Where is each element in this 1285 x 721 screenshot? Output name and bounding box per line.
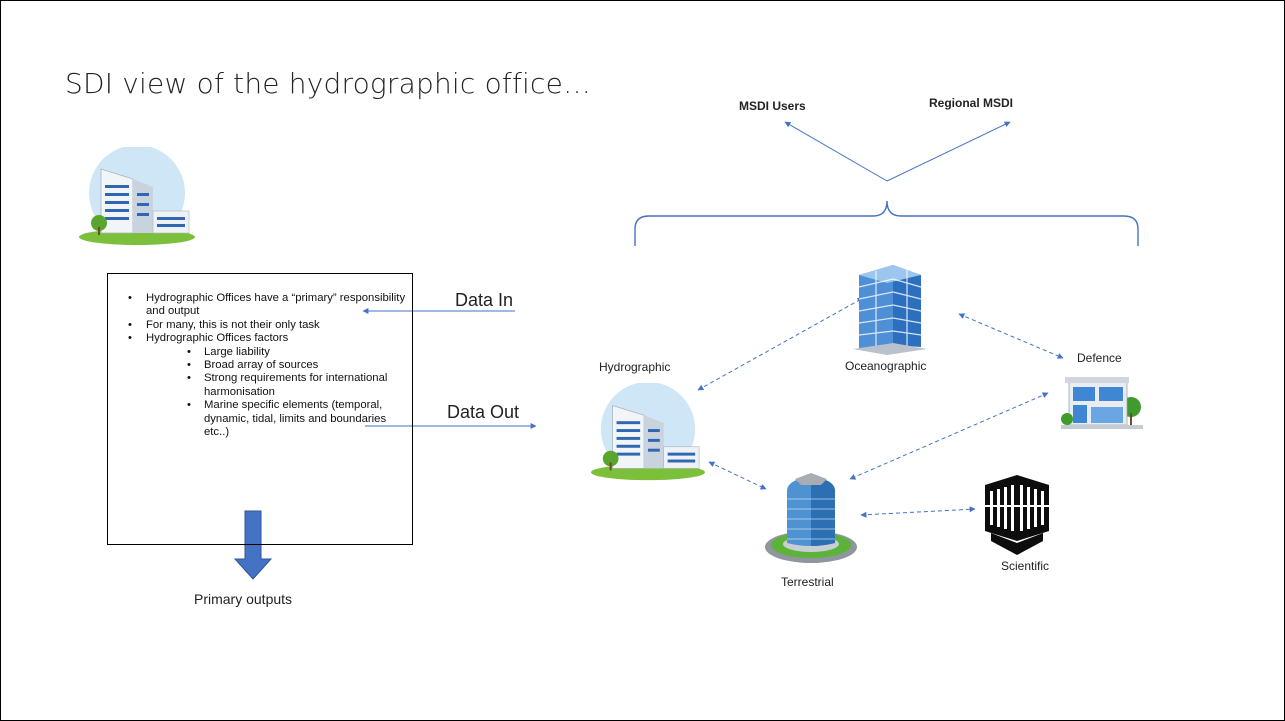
bullet-item: Hydrographic Offices have a “primary” re…	[128, 292, 406, 319]
glass-tower-icon	[853, 265, 927, 355]
sub-bullet-list: Large liability Broad array of sources S…	[146, 346, 406, 440]
grouping-brace	[634, 200, 1139, 246]
slide-title: SDI view of the hydrographic office…	[65, 67, 592, 100]
link-ocean-defence	[958, 313, 1064, 359]
office-building-icon	[79, 147, 195, 245]
oceanographic-label: Oceanographic	[845, 359, 927, 373]
link-hydro-terrestrial	[708, 461, 767, 490]
hydrographic-office-icon	[591, 383, 705, 481]
data-in-label: Data In	[455, 290, 514, 310]
scientific-label: Scientific	[1001, 559, 1050, 573]
round-tower-icon	[765, 473, 857, 563]
msdi-users-label: MSDI Users	[739, 99, 806, 113]
text-box: Hydrographic Offices have a “primary” re…	[107, 273, 413, 545]
regional-msdi-arrow	[886, 121, 1011, 182]
primary-outputs-label: Primary outputs	[194, 591, 293, 607]
hydrographic-label: Hydrographic	[599, 360, 671, 374]
sub-bullet-item: Broad array of sources	[187, 359, 406, 373]
modern-house-icon	[1061, 377, 1143, 429]
bullet-list: Hydrographic Offices have a “primary” re…	[108, 274, 412, 439]
black-building-icon	[985, 475, 1049, 555]
terrestrial-label: Terrestrial	[781, 575, 834, 589]
bullet-item: Hydrographic Offices factors Large liabi…	[128, 332, 406, 440]
link-terrestrial-scientific	[860, 506, 976, 518]
regional-msdi-label: Regional MSDI	[929, 96, 1014, 110]
sub-bullet-item: Marine specific elements (temporal, dyna…	[187, 399, 406, 439]
sub-bullet-item: Strong requirements for international ha…	[187, 372, 406, 399]
msdi-users-arrow	[784, 121, 888, 182]
defence-label: Defence	[1077, 351, 1122, 365]
link-hydro-ocean	[697, 297, 864, 391]
link-defence-terrestrial	[849, 392, 1049, 480]
primary-output-arrow	[233, 510, 273, 580]
sub-bullet-item: Large liability	[187, 346, 406, 360]
data-out-label: Data Out	[447, 402, 520, 422]
bullet-item: For many, this is not their only task	[128, 319, 406, 333]
bullet-item-text: Hydrographic Offices factors	[146, 332, 289, 345]
